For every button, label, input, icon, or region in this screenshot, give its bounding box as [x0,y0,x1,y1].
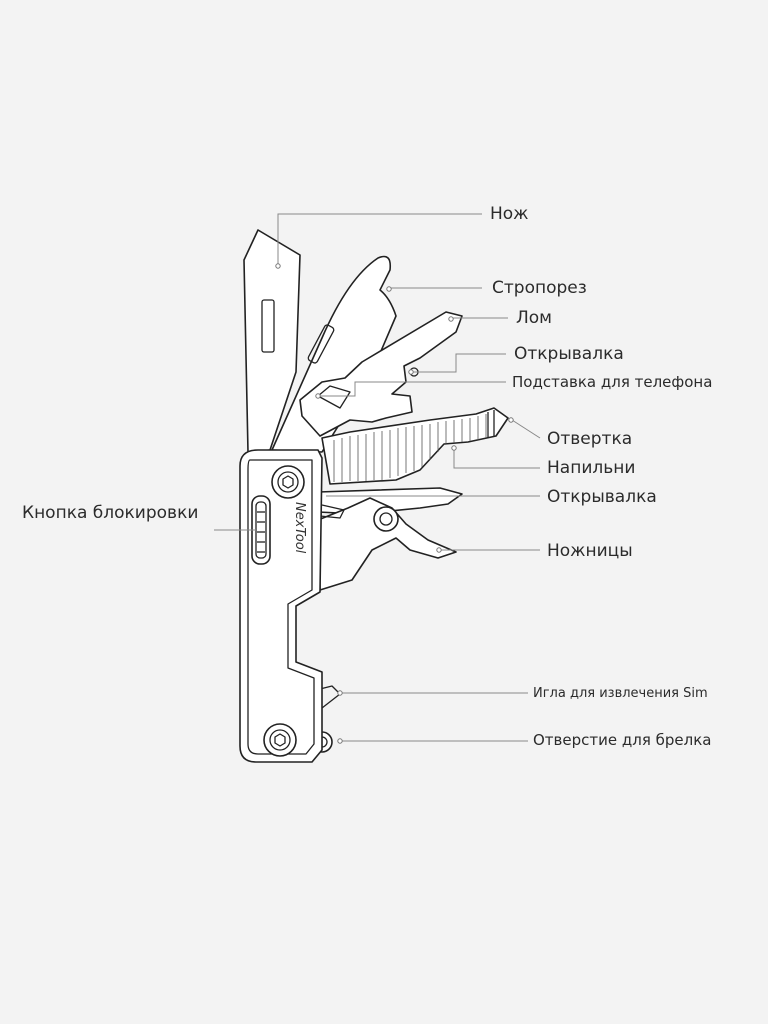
label-lock-button: Кнопка блокировки [22,503,199,523]
label-file: Напильни [547,458,636,478]
label-sim-needle: Игла для извлечения Sim [533,686,708,701]
label-bottle-opener: Открывалка [514,344,624,364]
label-keyring-hole: Отверстие для брелка [533,731,712,749]
lock-button-icon [251,495,271,565]
screwdriver-and-file [321,407,509,485]
leader-lines [214,213,541,744]
label-scissors: Ножницы [547,541,633,561]
label-strap-cutter: Стропорез [492,278,587,298]
label-pry-bar: Лом [516,308,553,328]
sim-needle [315,685,341,709]
label-phone-stand: Подставка для телефона [512,373,713,391]
bottom-screw-icon [263,723,297,757]
scissors [317,497,457,591]
label-can-opener: Открывалка [547,487,657,507]
top-screw-icon [271,465,305,499]
label-knife: Нож [490,204,529,224]
brand-logo-text: NexTool [292,502,307,554]
label-screwdriver: Отвертка [547,429,633,449]
